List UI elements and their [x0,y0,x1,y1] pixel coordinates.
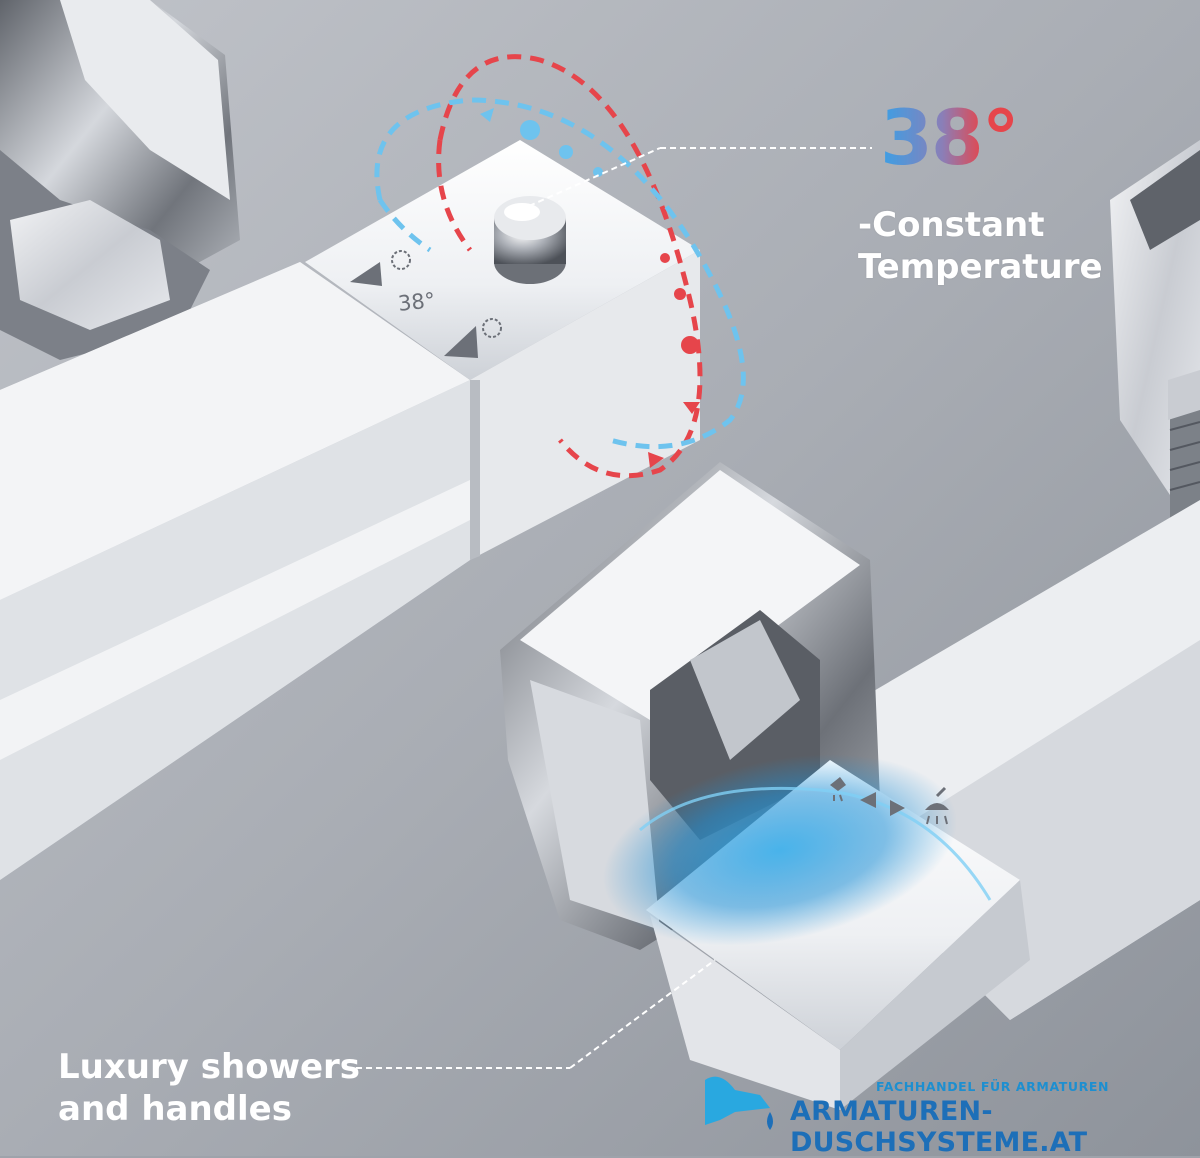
left-arrow-icon [860,792,876,808]
right-arrow-icon [890,800,905,816]
brand-name: ARMATUREN-DUSCHSYSTEME.AT [790,1096,1088,1158]
temperature-leader-line [519,147,661,211]
right-riser [1110,140,1200,540]
luxury-caption: Luxury showers and handles [58,1046,360,1130]
main-thermostat-bar [0,262,470,880]
cold-arrow-icon [480,108,494,122]
hot-water-loop [436,54,703,479]
temperature-caption-line1: -Constant [858,205,1045,245]
cold-wedge-icon [444,326,478,358]
hot-water-dots [648,253,700,468]
sun-icon [391,250,411,270]
temperature-lock-button [494,196,566,284]
temperature-value: 38° [880,93,1020,182]
luxury-leader-line-d [569,959,716,1069]
luxury-caption-line2: and handles [58,1089,292,1129]
rain-shower-icon [925,786,949,825]
hot-arrow-icon [683,402,700,414]
hand-shower-icon [830,777,846,802]
dial-markings [350,250,502,358]
hot-wedge-icon [350,262,382,286]
diverter-markings [830,777,949,825]
snowflake-icon [482,318,502,338]
cold-water-loop [374,97,746,450]
brand-tagline: FACHHANDEL FÜR ARMATUREN [876,1079,1110,1094]
water-drop-icon [767,1112,773,1130]
temperature-caption: -Constant Temperature [858,204,1103,288]
luxury-caption-line1: Luxury showers [58,1047,361,1087]
temperature-caption-line2: Temperature [858,247,1103,287]
dial-temperature-label: 38° [396,288,437,316]
cold-water-dots [480,108,603,177]
brand-logo-mark [705,1076,773,1130]
top-left-handle [0,0,240,360]
